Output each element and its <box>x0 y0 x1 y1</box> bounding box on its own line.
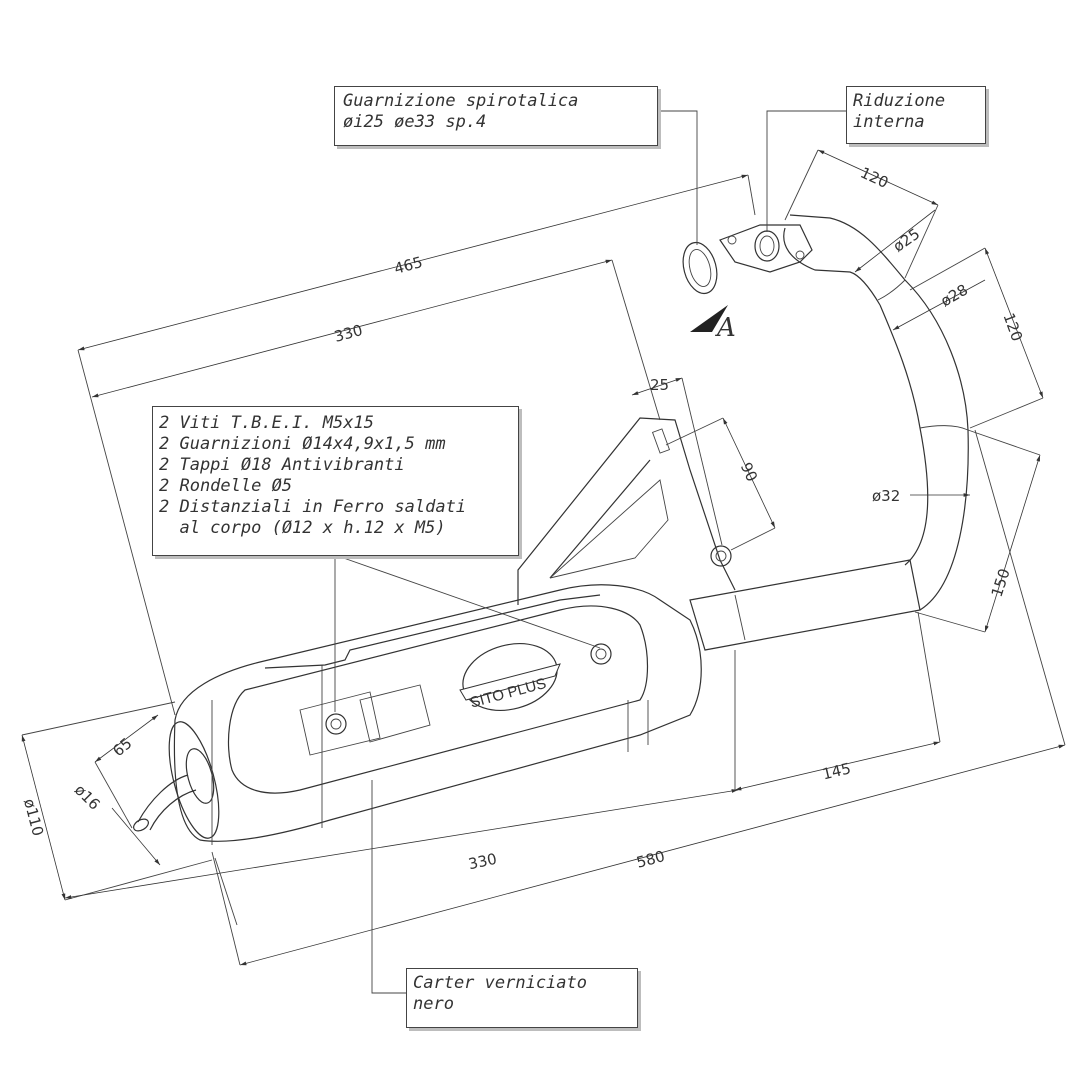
reduction-callout-line-1: Riduzione <box>853 91 946 111</box>
dim-28: ø28 <box>938 281 971 311</box>
dim-120-top: 120 <box>858 164 892 192</box>
dim-16: ø16 <box>71 781 104 814</box>
dimension-lines <box>21 149 1066 966</box>
muffler-body <box>133 584 702 845</box>
dim-110: ø110 <box>20 797 47 838</box>
dim-465: 465 <box>392 253 424 278</box>
view-label: A <box>715 313 736 343</box>
kit-line-plugs: 2 Tappi Ø18 Antivibranti <box>159 455 405 475</box>
dim-65: 65 <box>109 734 135 760</box>
dim-330-top: 330 <box>332 321 364 346</box>
kit-line-spacers-spec: al corpo (Ø12 x h.12 x M5) <box>159 518 446 538</box>
callout-leaders <box>334 110 851 994</box>
carter-cover <box>264 594 612 756</box>
gasket-callout-line-1: Guarnizione spirotalica <box>343 91 579 111</box>
kit-contents-callout: 2 Viti T.B.E.I. M5x15 2 Guarnizioni Ø14x… <box>152 406 519 556</box>
gasket-callout: Guarnizione spirotalica øi25 øe33 sp.4 <box>334 86 658 146</box>
dim-90: 90 <box>737 460 761 485</box>
mounting-bracket <box>517 417 736 605</box>
dim-145: 145 <box>821 759 853 783</box>
dim-580: 580 <box>634 847 666 872</box>
reduction-callout: Riduzione interna <box>846 86 986 144</box>
dim-25-bracket: 25 <box>650 376 669 394</box>
kit-line-spacers: 2 Distanziali in Ferro saldati <box>159 497 467 517</box>
gasket-callout-line-2: øi25 øe33 sp.4 <box>343 112 487 132</box>
reduction-callout-line-2: interna <box>853 112 925 132</box>
view-arrow-a: A <box>690 305 736 343</box>
dim-150: 150 <box>988 566 1014 599</box>
dim-330-bottom: 330 <box>467 850 499 874</box>
dim-120-right: 120 <box>999 311 1026 344</box>
gasket-ring <box>682 241 718 295</box>
flange <box>719 224 813 273</box>
dim-25-flange: ø25 <box>890 225 923 256</box>
dim-32: ø32 <box>872 487 900 505</box>
kit-line-washers: 2 Rondelle Ø5 <box>159 476 293 496</box>
sito-plus-logo: SITO PLUS <box>459 643 561 712</box>
carter-callout: Carter verniciato nero <box>406 968 638 1028</box>
kit-line-gaskets: 2 Guarnizioni Ø14x4,9x1,5 mm <box>159 434 446 454</box>
kit-line-screws: 2 Viti T.B.E.I. M5x15 <box>159 413 374 433</box>
carter-callout-line-2: nero <box>413 994 454 1014</box>
carter-callout-line-1: Carter verniciato <box>413 973 587 993</box>
